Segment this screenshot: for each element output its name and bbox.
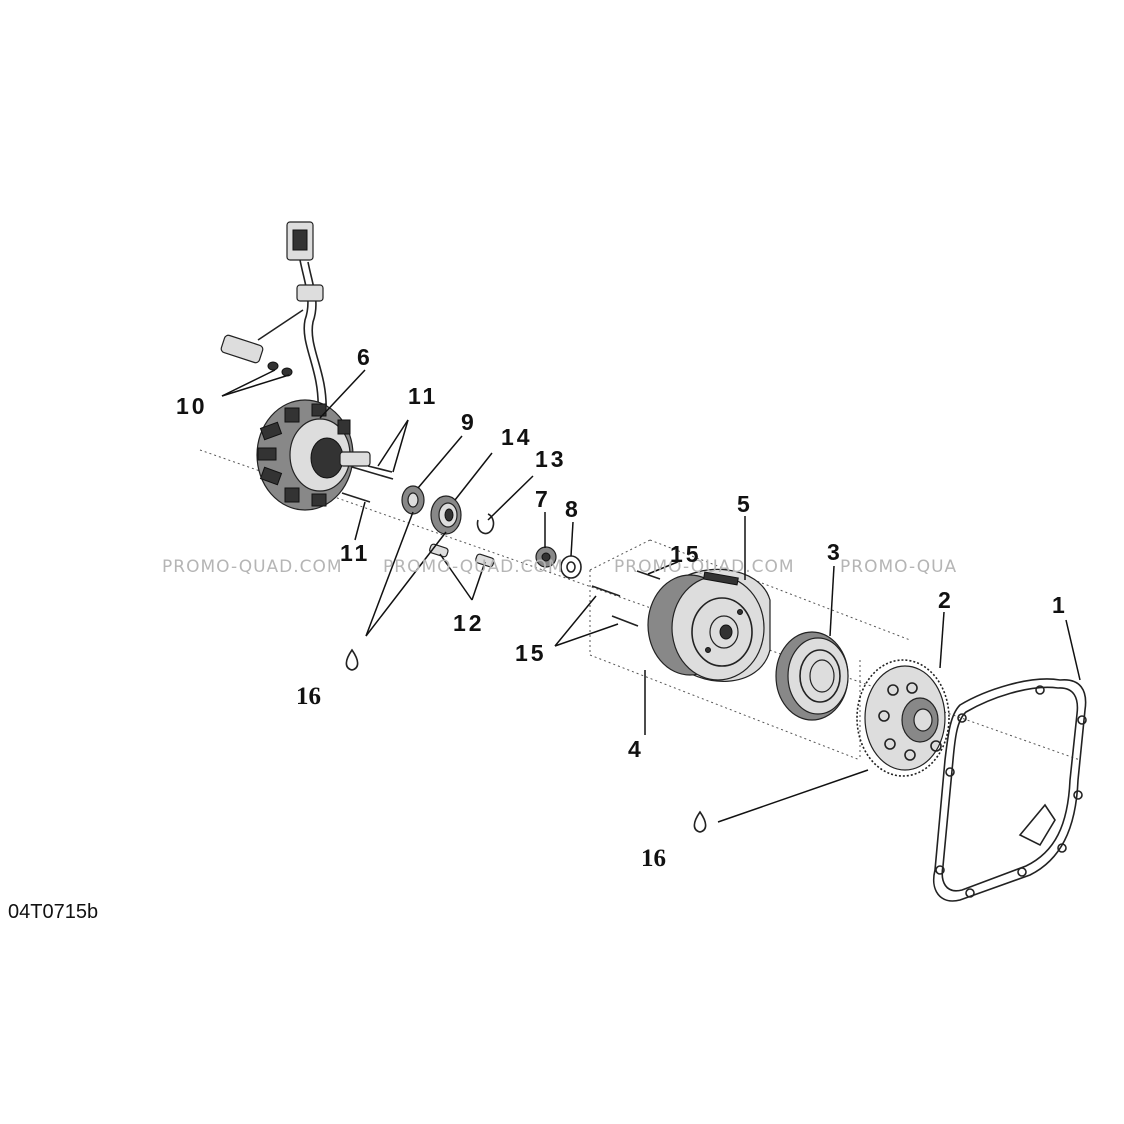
callout-8: 8 bbox=[565, 496, 581, 522]
screw-head-icon bbox=[281, 367, 293, 377]
wire-harness bbox=[299, 259, 319, 411]
grease-drop-icon bbox=[693, 810, 707, 833]
starter-clutch[interactable] bbox=[775, 631, 849, 721]
callout-10: 10 bbox=[176, 393, 208, 419]
callout-2: 2 bbox=[938, 587, 954, 613]
callout-11-lower: 11 bbox=[340, 540, 370, 566]
stator-assembly[interactable] bbox=[220, 221, 371, 511]
callout-3: 3 bbox=[827, 539, 843, 565]
stator-poles bbox=[257, 403, 351, 507]
callout-12: 12 bbox=[453, 610, 485, 636]
callout-1: 1 bbox=[1052, 592, 1068, 618]
flywheel-rotor[interactable] bbox=[647, 568, 771, 682]
circlip[interactable] bbox=[476, 513, 495, 535]
washer[interactable] bbox=[560, 555, 582, 579]
callout-11-upper: 11 bbox=[408, 383, 438, 409]
oil-seal[interactable] bbox=[401, 485, 425, 515]
callout-16-left: 16 bbox=[296, 683, 321, 710]
stator-bore bbox=[310, 437, 344, 479]
watermark: PROMO-QUAD.COM bbox=[383, 557, 564, 577]
watermark: PROMO-QUA bbox=[840, 557, 957, 577]
callout-15-upper: 15 bbox=[670, 541, 702, 567]
bearing[interactable] bbox=[430, 495, 462, 535]
callout-7: 7 bbox=[535, 486, 551, 512]
watermark: PROMO-QUAD.COM bbox=[162, 557, 343, 577]
wire-harness-outline bbox=[307, 261, 327, 413]
starter-driven-gear[interactable] bbox=[856, 659, 950, 777]
callout-9: 9 bbox=[461, 409, 477, 435]
pulse-sensor bbox=[220, 334, 264, 364]
sensor-wire bbox=[257, 309, 304, 341]
starter-clutch-bolts[interactable] bbox=[591, 570, 661, 627]
flywheel-nut[interactable] bbox=[535, 546, 557, 568]
callout-13: 13 bbox=[535, 446, 567, 472]
callout-15-lower: 15 bbox=[515, 640, 547, 666]
screw-head-icon bbox=[267, 361, 279, 371]
leader-lines bbox=[221, 369, 1081, 823]
callout-14: 14 bbox=[501, 424, 533, 450]
watermark: PROMO-QUAD.COM bbox=[614, 557, 795, 577]
grease-drop-icon bbox=[345, 648, 359, 671]
connector-pin-block bbox=[292, 229, 308, 251]
diagram-reference-code: 04T0715b bbox=[8, 901, 98, 923]
stator-bolts[interactable] bbox=[341, 465, 394, 503]
stator-shaft-stub bbox=[339, 451, 371, 467]
callout-4: 4 bbox=[628, 736, 644, 762]
callout-5: 5 bbox=[737, 491, 753, 517]
wire-clamp bbox=[296, 284, 324, 302]
callout-6: 6 bbox=[357, 344, 373, 370]
callout-16-right: 16 bbox=[641, 845, 666, 872]
cover-gasket[interactable] bbox=[933, 678, 1087, 902]
